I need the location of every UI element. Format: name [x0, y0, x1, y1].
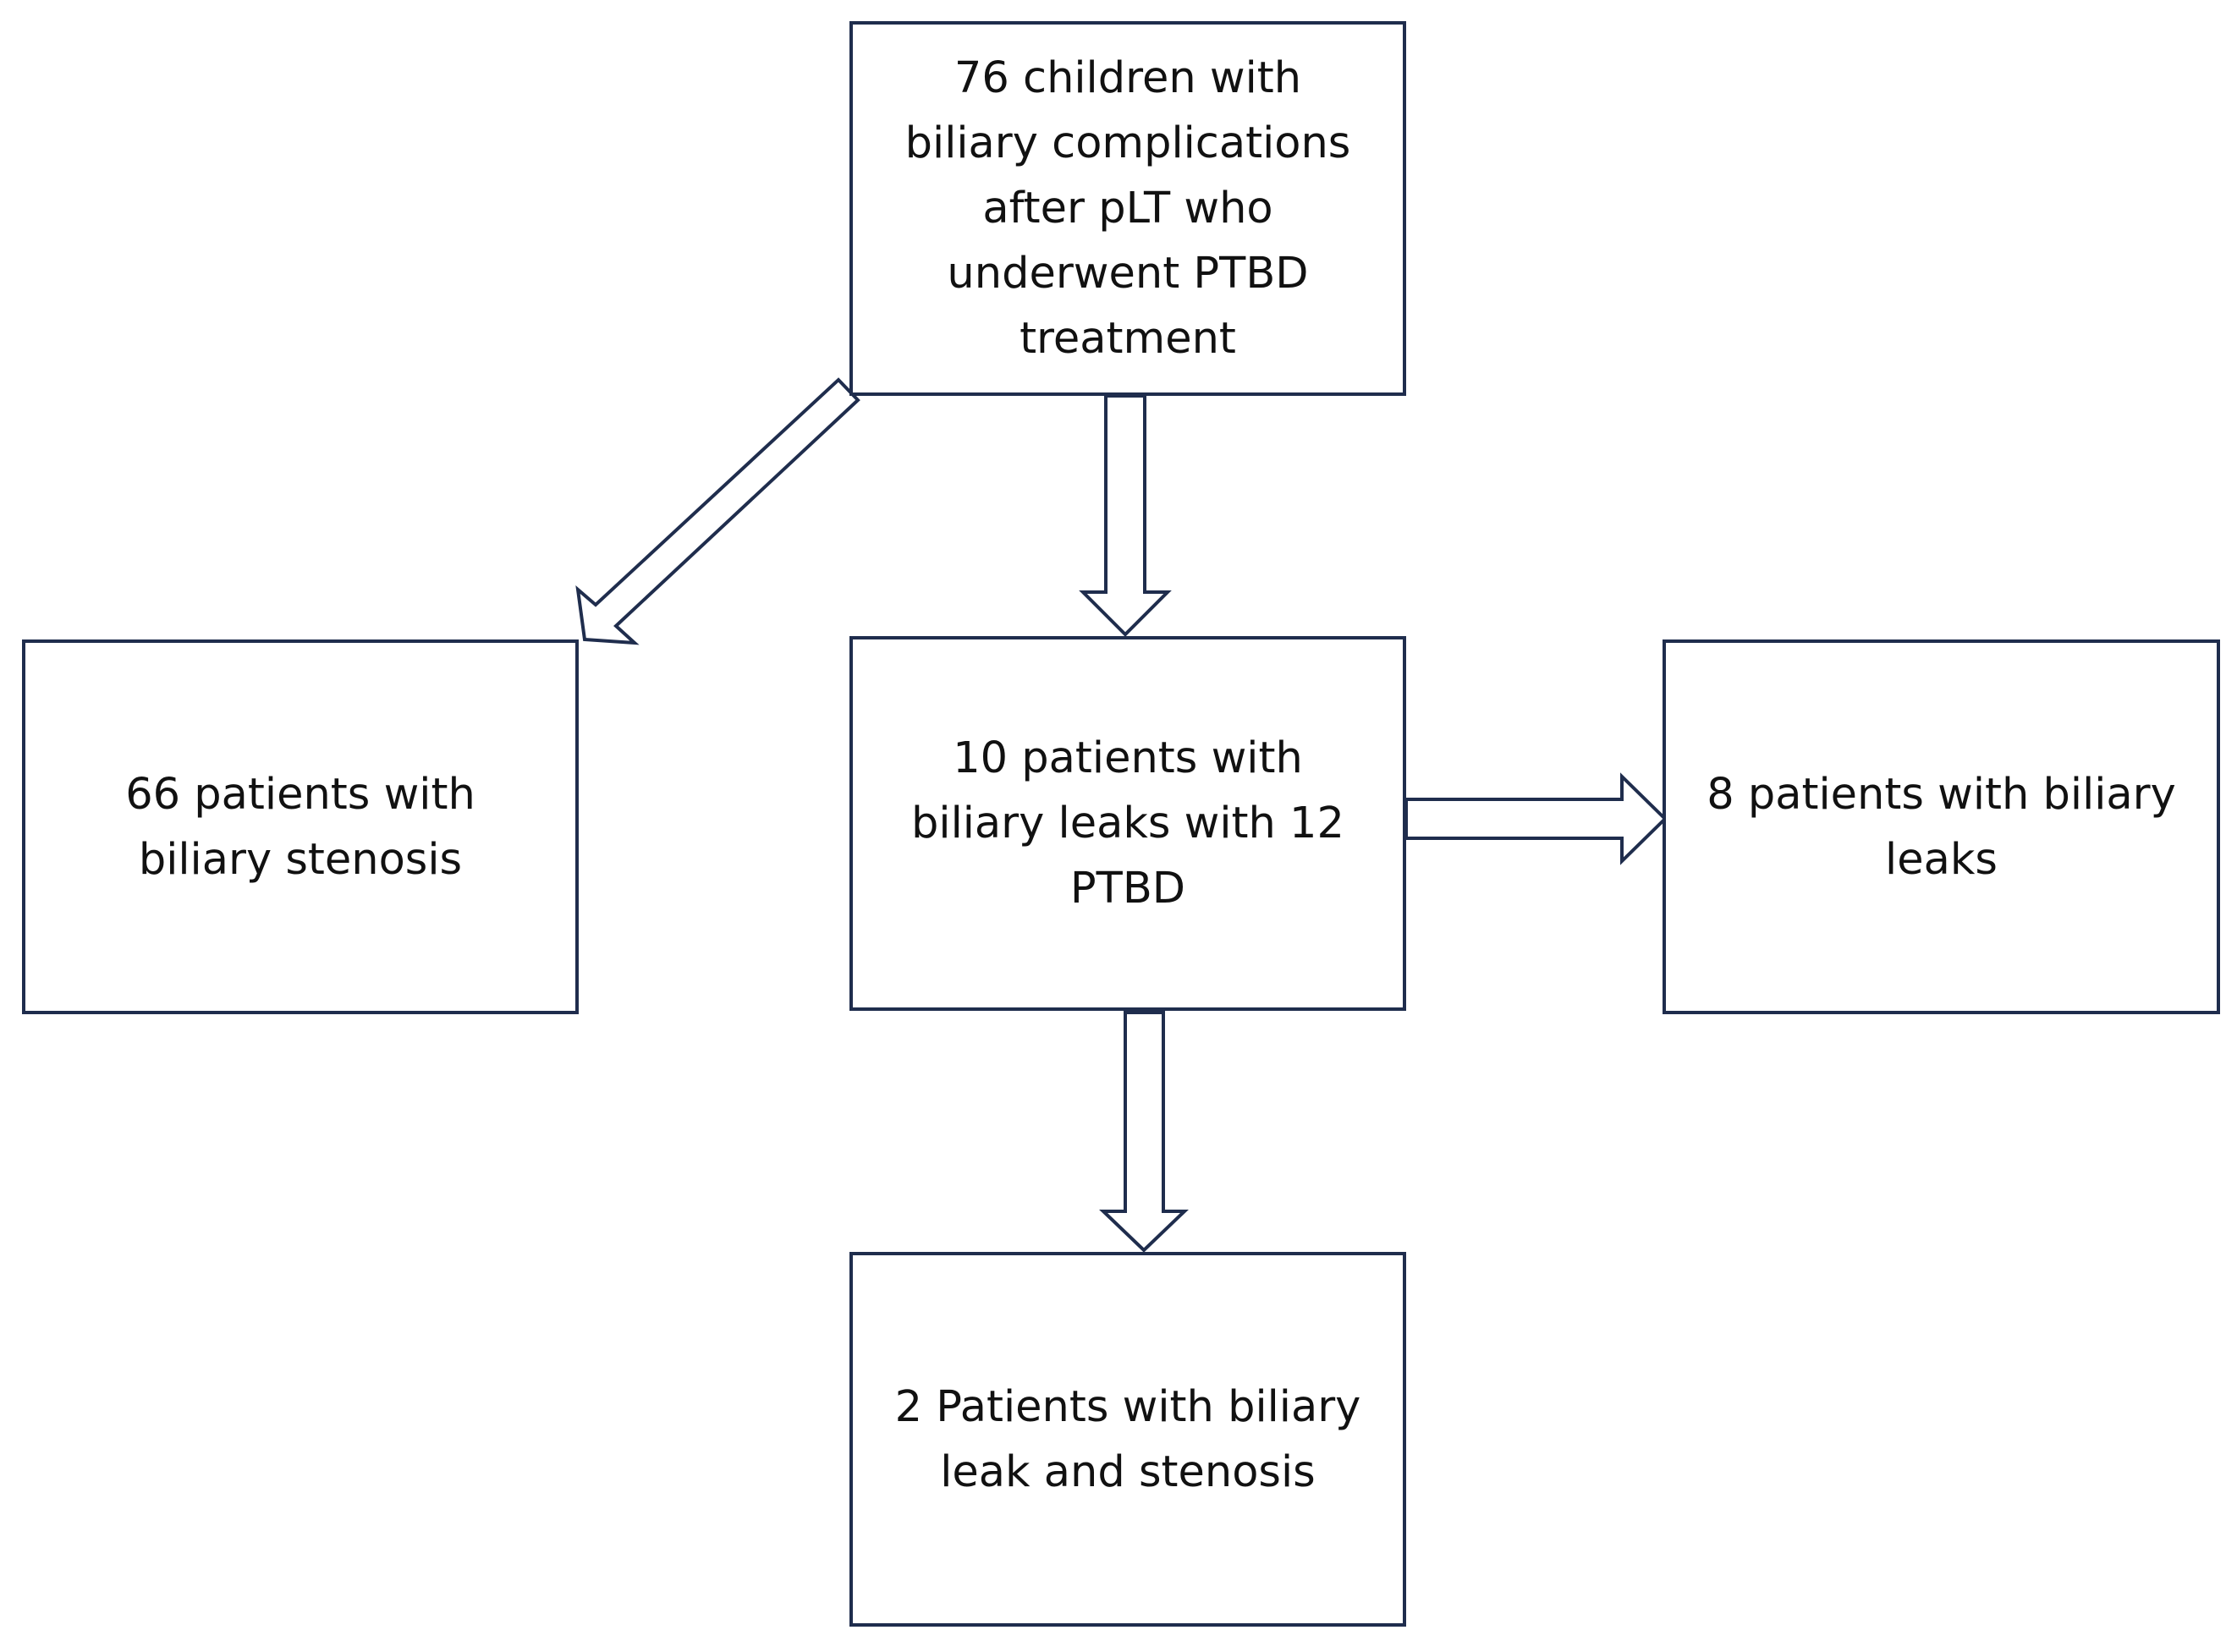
node-line: leak and stenosis [940, 1446, 1316, 1497]
node-biliary-leaks: 8 patients with biliary leaks [1663, 639, 2220, 1014]
node-line: 2 Patients with biliary [894, 1381, 1361, 1432]
node-line: 66 patients with [125, 769, 475, 820]
node-line: biliary complications [904, 118, 1351, 168]
arrow-center-to-right [1404, 772, 1668, 865]
node-line: biliary stenosis [138, 834, 463, 885]
arrow-top-to-center [1079, 394, 1172, 637]
node-line: leaks [1885, 834, 1998, 885]
node-line: underwent PTBD [947, 249, 1309, 299]
node-line: 8 patients with biliary [1707, 769, 2176, 820]
node-line: 76 children with [954, 53, 1302, 103]
node-biliary-leaks-ptbd: 10 patients with biliary leaks with 12 P… [849, 636, 1406, 1011]
node-line: 10 patients with [953, 733, 1303, 783]
arrow-top-to-left [575, 377, 860, 645]
node-biliary-leak-and-stenosis: 2 Patients with biliary leak and stenosi… [849, 1252, 1406, 1627]
node-line: PTBD [1069, 864, 1186, 914]
node-line: after pLT who [982, 184, 1273, 233]
node-line: treatment [1020, 314, 1236, 364]
node-line: biliary leaks with 12 [911, 799, 1344, 848]
arrow-center-to-bottom [1099, 1011, 1189, 1253]
node-children-with-biliary-complications: 76 children with biliary complications a… [849, 21, 1406, 396]
node-biliary-stenosis: 66 patients with biliary stenosis [22, 639, 579, 1014]
